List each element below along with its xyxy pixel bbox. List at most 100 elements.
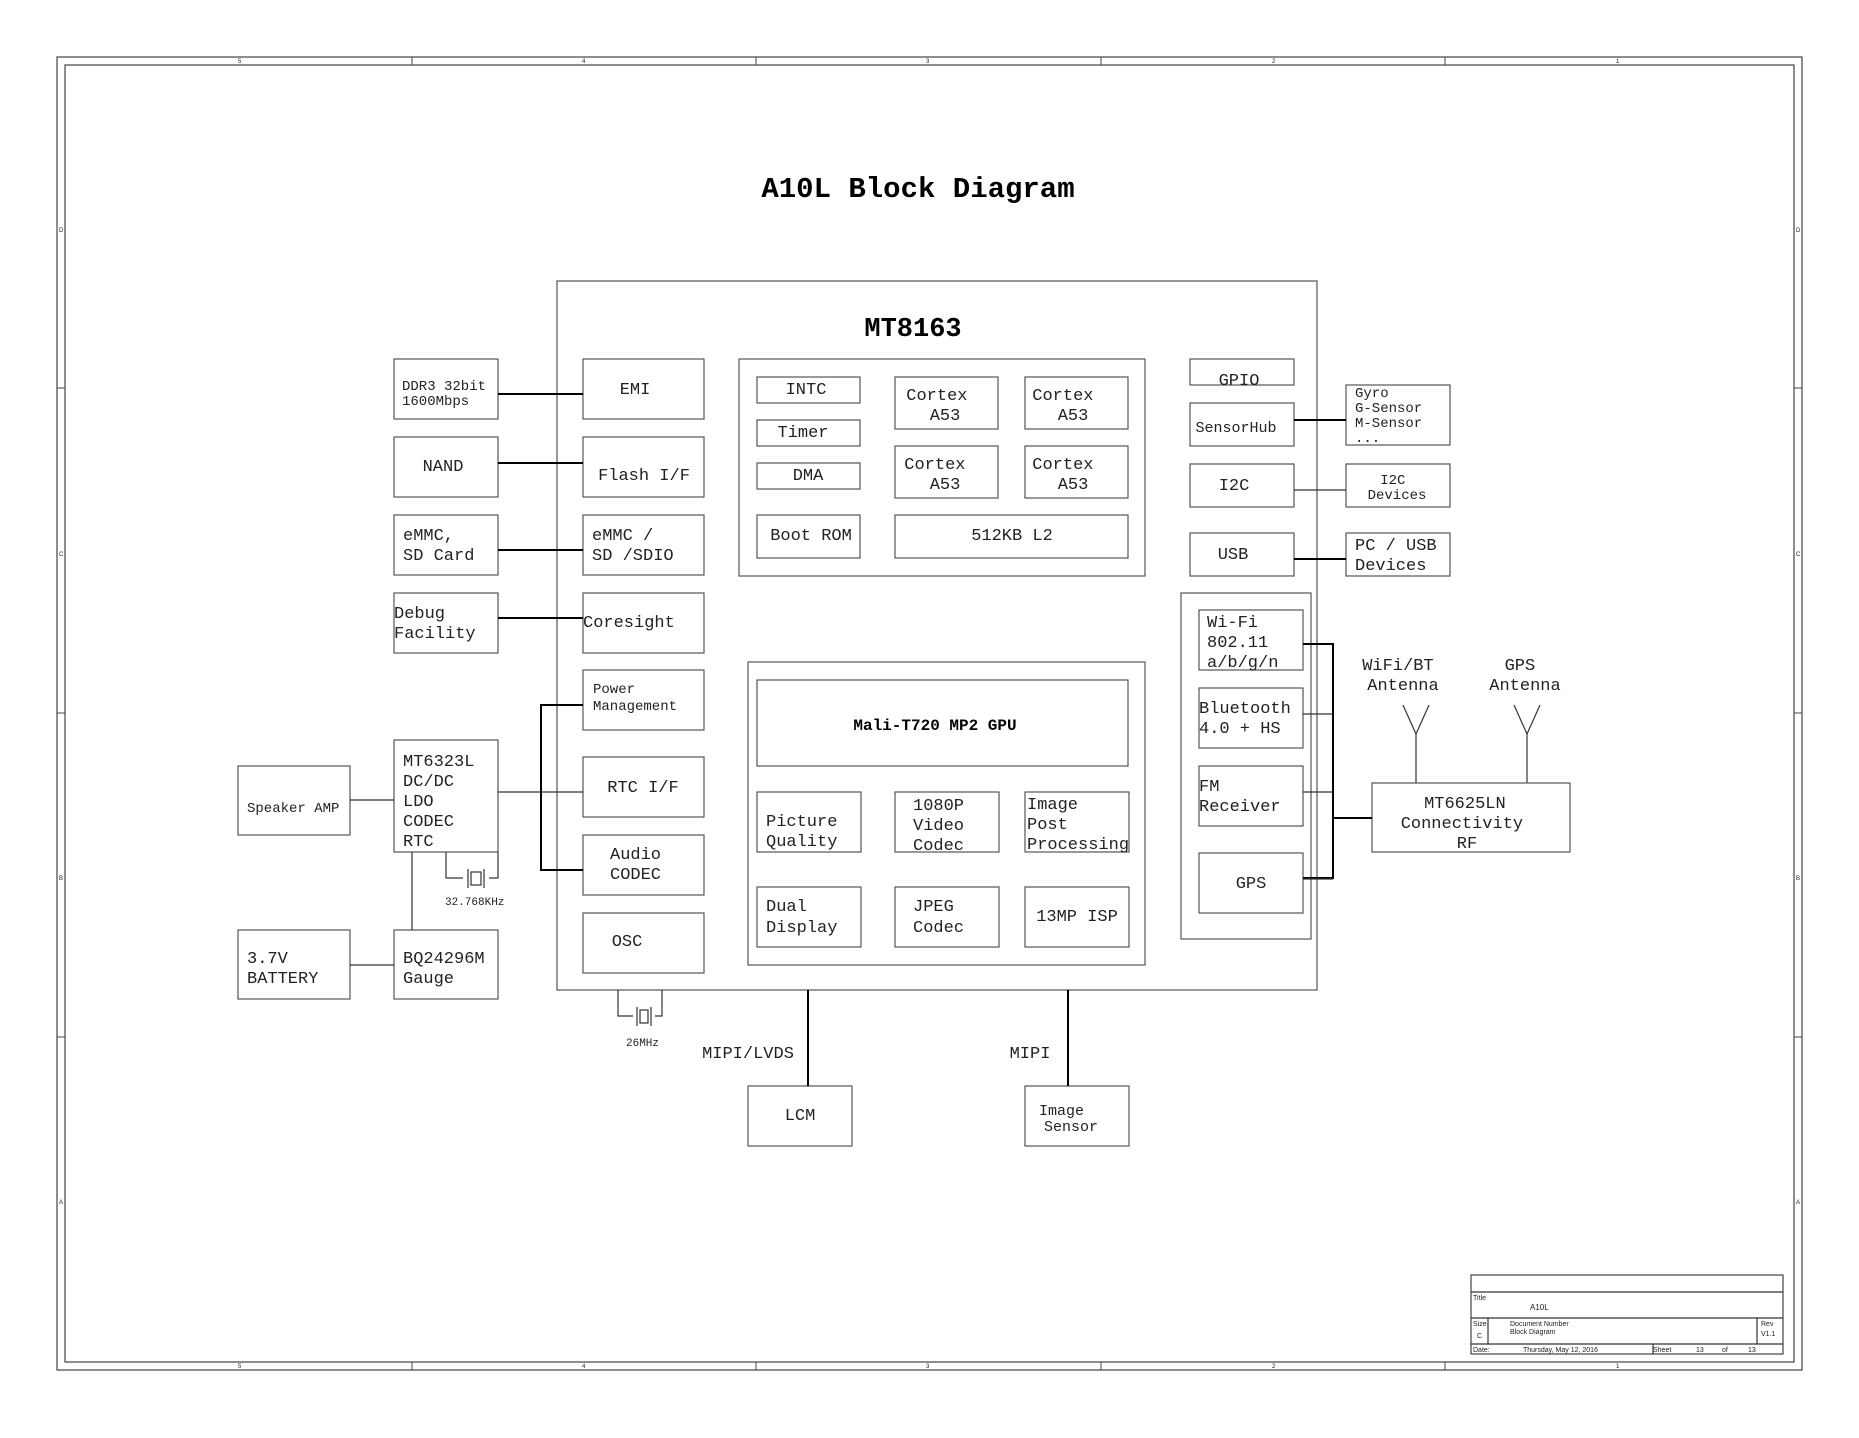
- coresight-label: Coresight: [583, 614, 675, 633]
- diagram-title: A10L Block Diagram: [761, 173, 1074, 206]
- ddr3-memory-label: DDR3 32bit 1600Mbps: [402, 379, 494, 410]
- emmc-sd-card-label: eMMC, SD Card: [403, 527, 474, 566]
- jpeg-codec-block: [894, 886, 1000, 948]
- flash-if-block: [582, 436, 705, 498]
- connectivity-group: [1180, 592, 1312, 940]
- wifi-label: Wi-Fi 802.11 a/b/g/n: [1207, 614, 1278, 673]
- coresight-block: [582, 592, 705, 654]
- i2c-label: I2C: [1219, 477, 1250, 496]
- power-management-label: Power Management: [593, 682, 677, 715]
- bluetooth-label: Bluetooth 4.0 + HS: [1199, 700, 1301, 739]
- of-value: 13: [1748, 1347, 1756, 1354]
- col-label-top: 5: [238, 59, 242, 65]
- isp-block: [1024, 886, 1130, 948]
- soc-block: [556, 280, 1318, 991]
- video-codec-label: 1080P Video Codec: [913, 797, 974, 856]
- pmic-label: MT6323L DC/DC LDO CODEC RTC: [403, 753, 485, 852]
- emmc-sd-card: [393, 514, 499, 576]
- connection-lines: [350, 393, 1372, 1086]
- sensorhub-block: [1189, 402, 1295, 447]
- cortex-a53-core-2-label: Cortex A53: [1032, 387, 1103, 426]
- battery-label: 3.7V BATTERY: [247, 950, 318, 989]
- sheet-label: Sheet: [1653, 1347, 1671, 1354]
- inner-frame: [64, 64, 1795, 1363]
- docnum-value: Block Diagram: [1510, 1329, 1556, 1336]
- video-codec-block: [894, 791, 1000, 853]
- col-label-bottom: 5: [238, 1364, 242, 1370]
- lcm-label: LCM: [785, 1107, 816, 1126]
- col-label-top: 4: [582, 59, 586, 65]
- title-value: A10L: [1530, 1303, 1549, 1312]
- gps-block: [1198, 852, 1304, 914]
- row-label-right: B: [1796, 876, 1800, 882]
- usb-block: [1189, 532, 1295, 577]
- emi-label: EMI: [620, 381, 651, 400]
- row-label-left: A: [59, 1200, 63, 1206]
- motion-sensors: [1345, 384, 1451, 446]
- row-label-left: D: [59, 228, 64, 234]
- size-label: Size: [1473, 1321, 1487, 1328]
- row-label-right: D: [1796, 228, 1801, 234]
- col-label-top: 1: [1616, 59, 1620, 65]
- power-management-block: [582, 669, 705, 731]
- title-block: Title A10L Size C Document Number Block …: [1470, 1274, 1784, 1355]
- cortex-a53-core-3: [894, 445, 999, 499]
- rtc-if-block: [582, 756, 705, 818]
- pc-usb-devices: [1345, 532, 1451, 577]
- of-label: of: [1722, 1347, 1728, 1354]
- intc-block: [756, 376, 861, 404]
- pc-usb-devices-label: PC / USB Devices: [1355, 537, 1447, 576]
- rev-value: V1.1: [1761, 1331, 1776, 1338]
- gpu-block: [756, 679, 1129, 767]
- date-value: Thursday, May 12, 2016: [1523, 1347, 1598, 1354]
- picture-quality-label: Picture Quality: [766, 813, 848, 852]
- rtc-crystal-label: 32.768KHz: [445, 897, 504, 909]
- flash-if-label: Flash I/F: [598, 467, 690, 486]
- nand-memory: [393, 436, 499, 498]
- gps-antenna-label: GPS Antenna: [1489, 657, 1560, 696]
- i2c-devices-label: I2C Devices: [1368, 473, 1427, 504]
- gpu-label: Mali-T720 MP2 GPU: [853, 717, 1016, 735]
- motion-sensors-label: Gyro G-Sensor M-Sensor ...: [1355, 386, 1431, 447]
- rev-label: Rev: [1761, 1321, 1774, 1328]
- usb-label: USB: [1218, 546, 1249, 565]
- sensorhub-label: SensorHub: [1195, 420, 1276, 437]
- mipi-lvds-label: MIPI/LVDS: [702, 1045, 794, 1064]
- intc-label: INTC: [786, 381, 827, 400]
- audio-codec-label: Audio CODEC: [610, 846, 671, 885]
- osc-label: OSC: [612, 933, 643, 952]
- image-post-processing-block: [1024, 791, 1130, 853]
- multimedia-subsystem: [747, 661, 1146, 966]
- osc-block: [582, 912, 705, 974]
- col-label-bottom: 1: [1616, 1364, 1620, 1370]
- row-label-right: C: [1796, 552, 1801, 558]
- osc-crystal-icon: [617, 990, 663, 1026]
- audio-codec-block: [582, 834, 705, 896]
- wifi-bt-antenna-label: WiFi/BT Antenna: [1362, 657, 1444, 696]
- frame-labels: 5 4 3 2 1 5 4 3 2 1 D C B A D C B A: [59, 59, 1801, 1370]
- size-value: C: [1477, 1333, 1482, 1340]
- fm-receiver-label: FM Receiver: [1199, 778, 1281, 817]
- gps-label: GPS: [1236, 875, 1267, 894]
- emmc-if-block: [582, 514, 705, 576]
- soc-name: MT8163: [864, 315, 961, 345]
- date-label: Date:: [1473, 1347, 1490, 1354]
- l2-cache-label: 512KB L2: [971, 527, 1053, 546]
- sheet-value: 13: [1696, 1347, 1704, 1354]
- col-label-top: 2: [1272, 59, 1276, 65]
- boot-rom-label: Boot ROM: [770, 527, 852, 546]
- row-label-left: B: [59, 876, 63, 882]
- dma-label: DMA: [793, 467, 824, 486]
- i2c-devices: [1345, 463, 1451, 508]
- gps-antenna-icon: [1513, 704, 1541, 783]
- debug-facility: [393, 592, 499, 654]
- timer-block: [756, 419, 861, 447]
- emi-block: [582, 358, 705, 420]
- boot-rom-block: [756, 514, 861, 559]
- bluetooth-block: [1198, 687, 1304, 749]
- fm-receiver-block: [1198, 765, 1304, 827]
- rtc-crystal-icon: [445, 852, 499, 888]
- cortex-a53-core-4: [1024, 445, 1129, 499]
- cortex-a53-core-1: [894, 376, 999, 430]
